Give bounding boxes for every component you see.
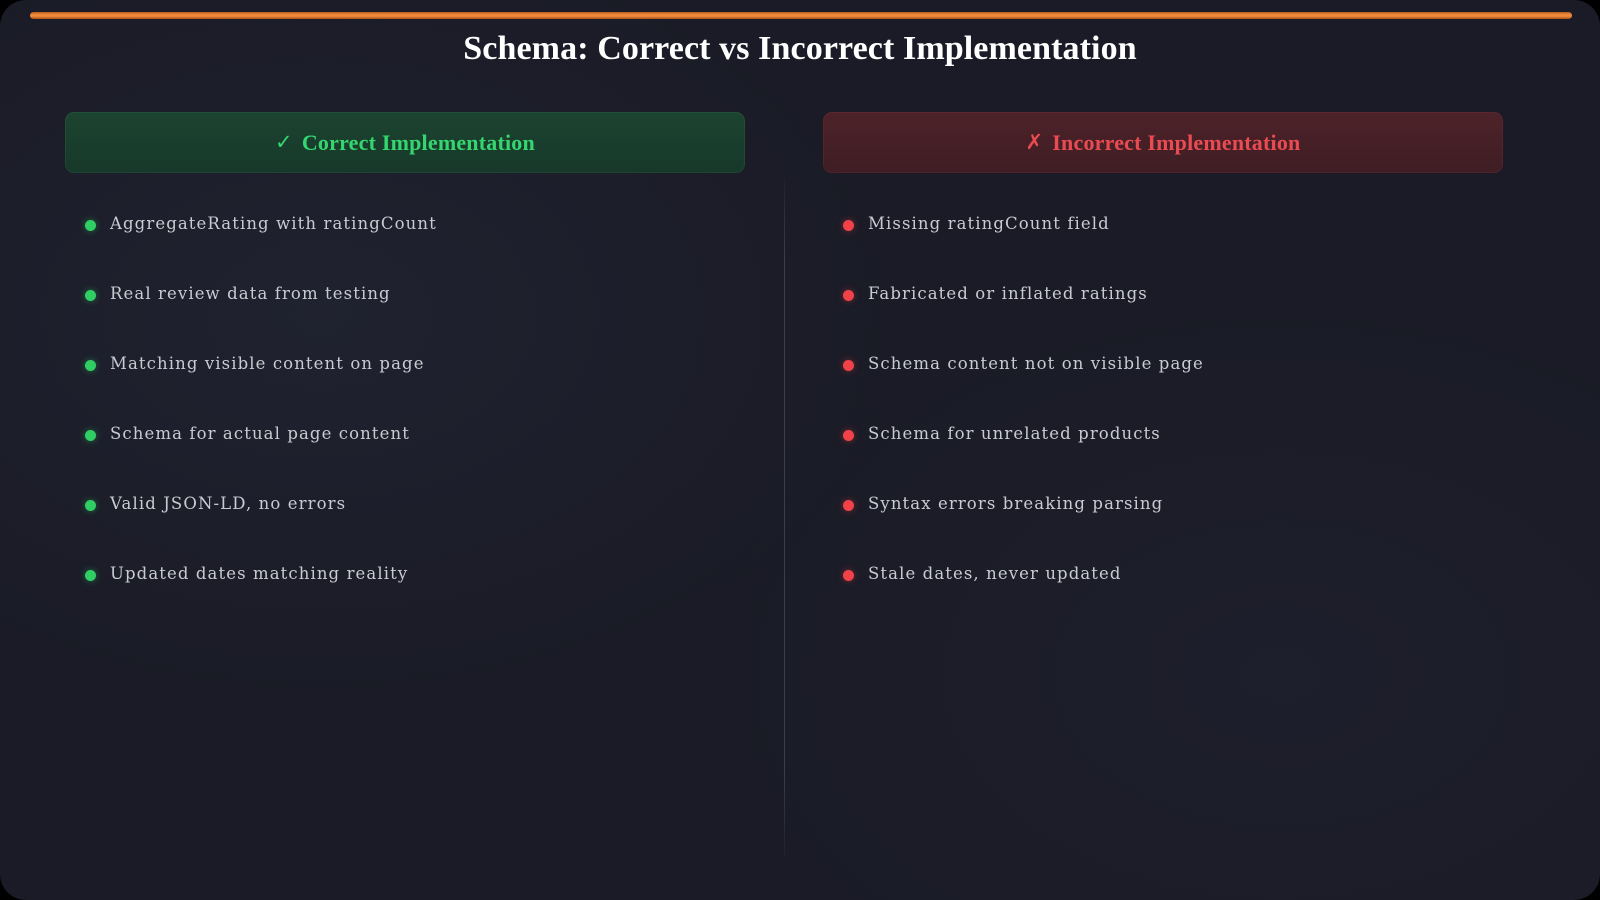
incorrect-panel-header-label: Incorrect Implementation: [1052, 129, 1301, 155]
correct-panel-header: ✓ Correct Implementation: [65, 112, 745, 173]
bullet-dot-icon: [843, 430, 854, 441]
correct-panel-header-label: Correct Implementation: [301, 129, 535, 155]
list-item-label: Valid JSON-LD, no errors: [110, 494, 347, 513]
list-item: Schema for unrelated products: [823, 424, 1503, 495]
list-item-label: Schema for actual page content: [110, 424, 410, 443]
list-item: Matching visible content on page: [65, 354, 745, 425]
list-item-label: Matching visible content on page: [110, 354, 425, 373]
incorrect-panel-header: ✗ Incorrect Implementation: [823, 112, 1503, 173]
correct-item-list: AggregateRating with ratingCount Real re…: [65, 214, 745, 635]
bullet-dot-icon: [85, 430, 96, 441]
list-item-label: Syntax errors breaking parsing: [868, 494, 1164, 513]
list-item-label: Schema content not on visible page: [868, 354, 1204, 373]
list-item-label: AggregateRating with ratingCount: [110, 214, 437, 233]
correct-implementation-column: ✓ Correct Implementation AggregateRating…: [65, 112, 745, 635]
list-item: Schema content not on visible page: [823, 354, 1503, 425]
list-item: Fabricated or inflated ratings: [823, 284, 1503, 355]
list-item-label: Schema for unrelated products: [868, 424, 1161, 443]
bullet-dot-icon: [85, 290, 96, 301]
list-item: Valid JSON-LD, no errors: [65, 494, 745, 565]
list-item: Real review data from testing: [65, 284, 745, 355]
bullet-dot-icon: [85, 360, 96, 371]
list-item: Stale dates, never updated: [823, 564, 1503, 635]
bullet-dot-icon: [843, 360, 854, 371]
bullet-dot-icon: [85, 500, 96, 511]
incorrect-implementation-column: ✗ Incorrect Implementation Missing ratin…: [823, 112, 1503, 635]
bullet-dot-icon: [843, 220, 854, 231]
list-item: Syntax errors breaking parsing: [823, 494, 1503, 565]
bullet-dot-icon: [843, 570, 854, 581]
top-accent-bar: [30, 12, 1572, 19]
cross-mark-icon: ✗: [1025, 130, 1044, 154]
check-mark-icon: ✓: [275, 130, 293, 154]
list-item-label: Missing ratingCount field: [868, 214, 1110, 233]
list-item-label: Real review data from testing: [110, 284, 391, 303]
page-title: Schema: Correct vs Incorrect Implementat…: [463, 30, 1137, 67]
list-item: Missing ratingCount field: [823, 214, 1503, 285]
incorrect-item-list: Missing ratingCount field Fabricated or …: [823, 214, 1503, 635]
list-item-label: Fabricated or inflated ratings: [868, 284, 1148, 303]
list-item: Schema for actual page content: [65, 424, 745, 495]
bullet-dot-icon: [85, 220, 96, 231]
column-divider: [784, 178, 785, 855]
list-item: Updated dates matching reality: [65, 564, 745, 635]
list-item: AggregateRating with ratingCount: [65, 214, 745, 285]
bullet-dot-icon: [85, 570, 96, 581]
bullet-dot-icon: [843, 290, 854, 301]
list-item-label: Updated dates matching reality: [110, 564, 409, 583]
list-item-label: Stale dates, never updated: [868, 564, 1122, 583]
bullet-dot-icon: [843, 500, 854, 511]
